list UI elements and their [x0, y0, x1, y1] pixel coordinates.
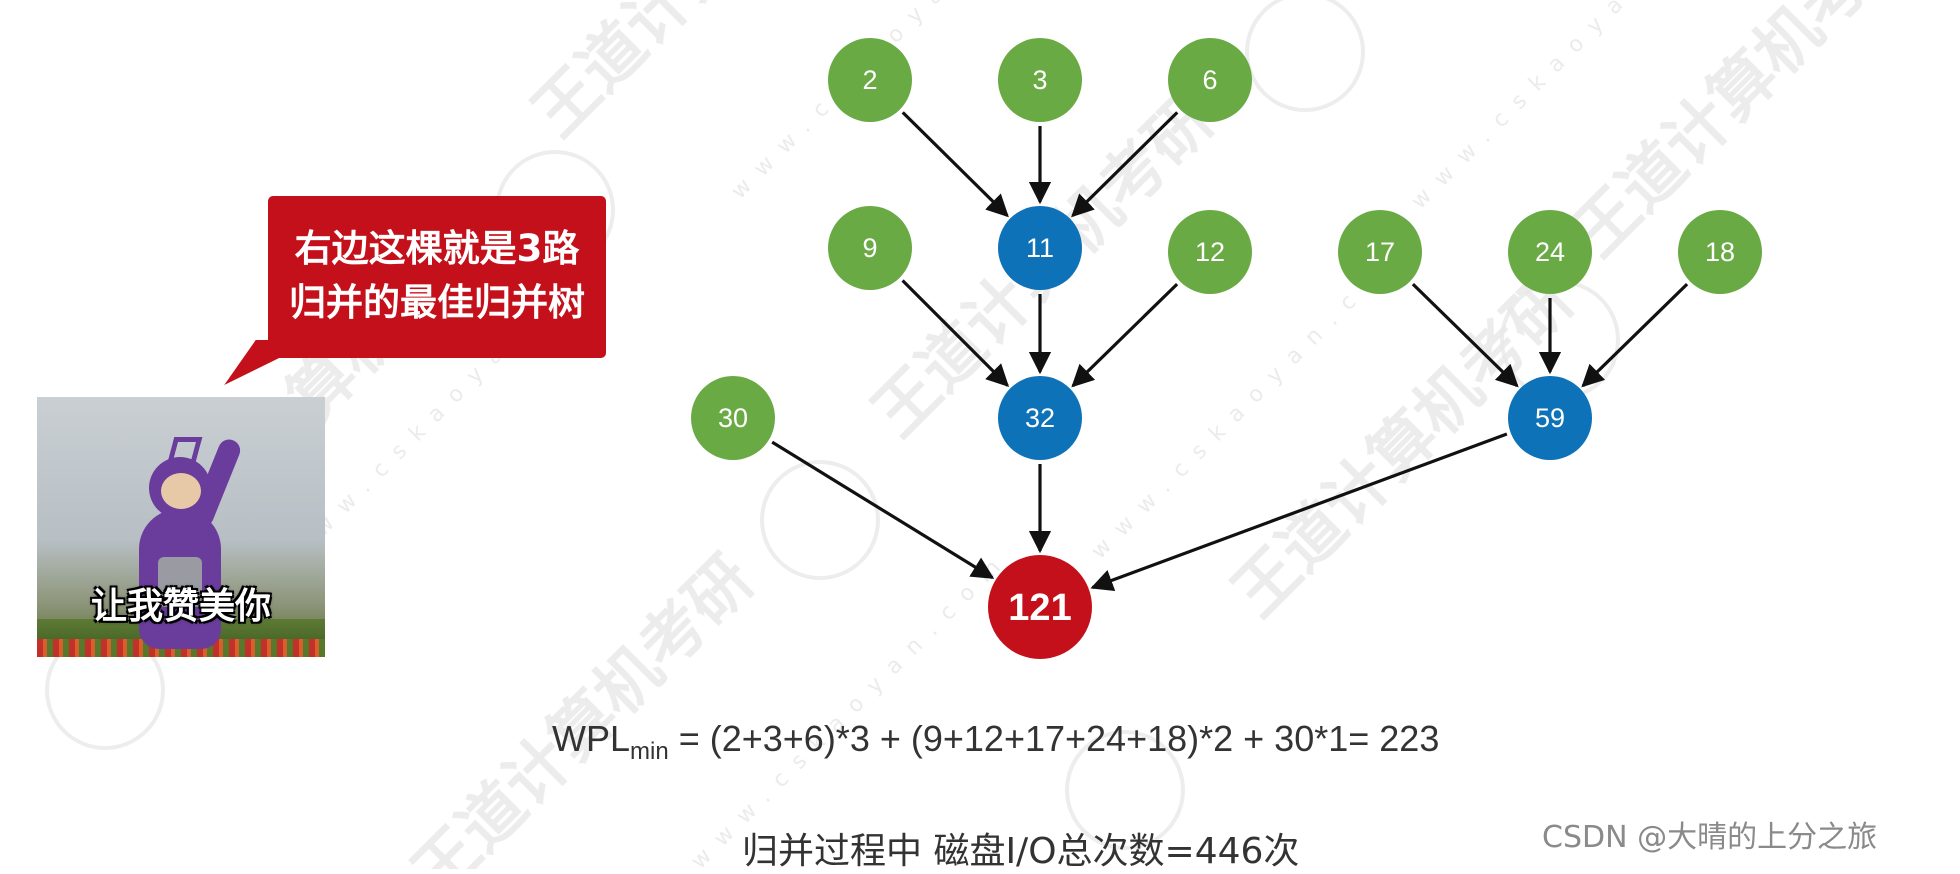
edge-n17-to-n59 — [1413, 284, 1517, 386]
tree-nodes: 2 3 6 9 11 12 17 24 18 30 32 59 121 — [691, 38, 1762, 659]
tree-node-24: 24 — [1508, 210, 1592, 294]
tree-node-12: 12 — [1168, 210, 1252, 294]
tree-node-59: 59 — [1508, 376, 1592, 460]
tree-node-label: 11 — [1026, 233, 1054, 263]
edge-n59-to-n121 — [1093, 434, 1507, 588]
edge-n9-to-n32 — [903, 281, 1008, 386]
tree-node-label: 24 — [1535, 237, 1565, 267]
wpl-label: WPL — [552, 718, 630, 759]
tree-node-label: 18 — [1705, 237, 1735, 267]
edge-n2-to-n11 — [903, 112, 1008, 215]
edge-n30-to-n121 — [772, 442, 992, 578]
tree-node-3: 3 — [998, 38, 1082, 122]
tree-node-32: 32 — [998, 376, 1082, 460]
tree-node-label: 59 — [1535, 403, 1565, 433]
tree-node-label: 9 — [862, 233, 877, 263]
tree-node-6: 6 — [1168, 38, 1252, 122]
io-count-text: 归并过程中 磁盘I/O总次数=446次 — [742, 822, 1299, 874]
edge-n12-to-n32 — [1073, 284, 1177, 386]
tree-node-label: 12 — [1195, 237, 1225, 267]
tree-node-label: 32 — [1025, 403, 1055, 433]
tree-node-9: 9 — [828, 206, 912, 290]
csdn-credit: CSDN @大晴的上分之旅 — [1542, 812, 1877, 856]
tree-node-label: 3 — [1032, 65, 1047, 95]
edge-n6-to-n11 — [1073, 112, 1178, 215]
tree-node-30: 30 — [691, 376, 775, 460]
tree-edges — [772, 112, 1687, 587]
tree-node-2: 2 — [828, 38, 912, 122]
tree-node-label: 6 — [1202, 65, 1217, 95]
tree-node-18: 18 — [1678, 210, 1762, 294]
tree-node-label: 30 — [718, 403, 748, 433]
tree-node-17: 17 — [1338, 210, 1422, 294]
tree-node-label: 2 — [862, 65, 877, 95]
tree-node-label: 121 — [1008, 587, 1071, 629]
tree-node-11: 11 — [998, 206, 1082, 290]
tree-node-label: 17 — [1365, 237, 1395, 267]
wpl-subscript: min — [630, 738, 669, 765]
tree-node-121: 121 — [988, 555, 1092, 659]
wpl-formula: WPLmin = (2+3+6)*3 + (9+12+17+24+18)*2 +… — [552, 718, 1439, 766]
wpl-expression: = (2+3+6)*3 + (9+12+17+24+18)*2 + 30*1= … — [669, 718, 1440, 759]
edge-n18-to-n59 — [1583, 284, 1687, 386]
